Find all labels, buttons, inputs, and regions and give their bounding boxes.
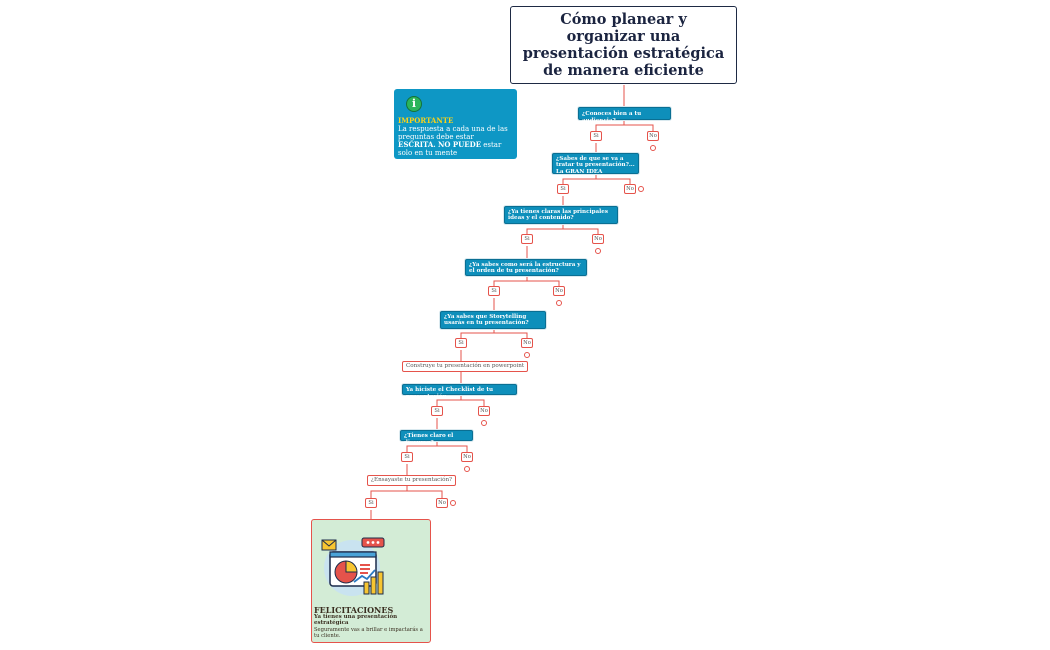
- yes-node-4[interactable]: Si: [488, 286, 500, 296]
- question-speech[interactable]: ¿Tienes claro el discurso?: [400, 430, 473, 446]
- important-bold-cannot: NO PUEDE: [437, 140, 482, 149]
- no-marker-8: [450, 500, 456, 506]
- congratulations-title: FELICITACIONES: [314, 605, 394, 615]
- diagram-title[interactable]: Cómo planear y organizar una presentació…: [510, 6, 737, 84]
- no-marker-1: [650, 145, 656, 151]
- no-node-3[interactable]: No: [592, 234, 604, 244]
- congratulations-card[interactable]: FELICITACIONES Ya tienes una presentació…: [311, 519, 431, 643]
- question-main-ideas[interactable]: ¿Ya tienes claras las principales ideas …: [504, 206, 618, 224]
- no-node-7[interactable]: No: [461, 452, 473, 462]
- no-marker-5: [524, 352, 530, 358]
- no-node-2[interactable]: No: [624, 184, 636, 194]
- presentation-chart-icon: [321, 537, 385, 596]
- no-node-6[interactable]: No: [478, 406, 490, 416]
- question-audience[interactable]: ¿Conoces bien a tu audiencia?: [578, 107, 671, 124]
- congratulations-subtitle: Ya tienes una presentación estratégica: [314, 614, 398, 626]
- question-big-idea[interactable]: ¿Sabes de que se va a tratar tu presenta…: [552, 153, 639, 175]
- congratulations-text: Seguramente vas a brillar e impactarás a…: [314, 627, 423, 639]
- yes-node-3[interactable]: Si: [521, 234, 533, 244]
- yes-node-1[interactable]: Si: [590, 131, 602, 141]
- yes-node-7[interactable]: Si: [401, 452, 413, 462]
- no-marker-3: [595, 248, 601, 254]
- important-text-part: La respuesta a cada una de las preguntas…: [398, 125, 508, 141]
- no-marker-6: [481, 420, 487, 426]
- important-text: La respuesta a cada una de las preguntas…: [398, 125, 513, 157]
- yes-node-2[interactable]: Si: [557, 184, 569, 194]
- no-marker-7: [464, 466, 470, 472]
- rehearse-question-node[interactable]: ¿Ensayaste tu presentación?: [367, 475, 457, 486]
- build-presentation-node[interactable]: Construye tu presentación en powerpoint: [402, 361, 529, 372]
- info-icon: i: [406, 96, 422, 112]
- question-storytelling[interactable]: ¿Ya sabes que Storytelling usarás en tu …: [440, 311, 546, 329]
- question-checklist[interactable]: Ya hiciste el Checklist de tu presentaci…: [402, 384, 517, 400]
- no-node-1[interactable]: No: [647, 131, 659, 141]
- no-node-8[interactable]: No: [436, 498, 448, 508]
- no-node-4[interactable]: No: [553, 286, 565, 296]
- yes-node-8[interactable]: Si: [365, 498, 377, 508]
- yes-node-5[interactable]: Si: [455, 338, 467, 348]
- important-heading: IMPORTANTE: [398, 116, 454, 125]
- no-marker-4: [556, 300, 562, 306]
- question-structure[interactable]: ¿Ya sabes como será la estructura y el o…: [465, 259, 587, 276]
- important-note[interactable]: i IMPORTANTE La respuesta a cada una de …: [394, 89, 517, 159]
- no-node-5[interactable]: No: [521, 338, 533, 348]
- no-marker-2: [638, 186, 644, 192]
- yes-node-6[interactable]: Si: [431, 406, 443, 416]
- important-bold-written: ESCRITA.: [398, 140, 436, 149]
- important-text-end: estar solo en tu mente: [398, 141, 502, 157]
